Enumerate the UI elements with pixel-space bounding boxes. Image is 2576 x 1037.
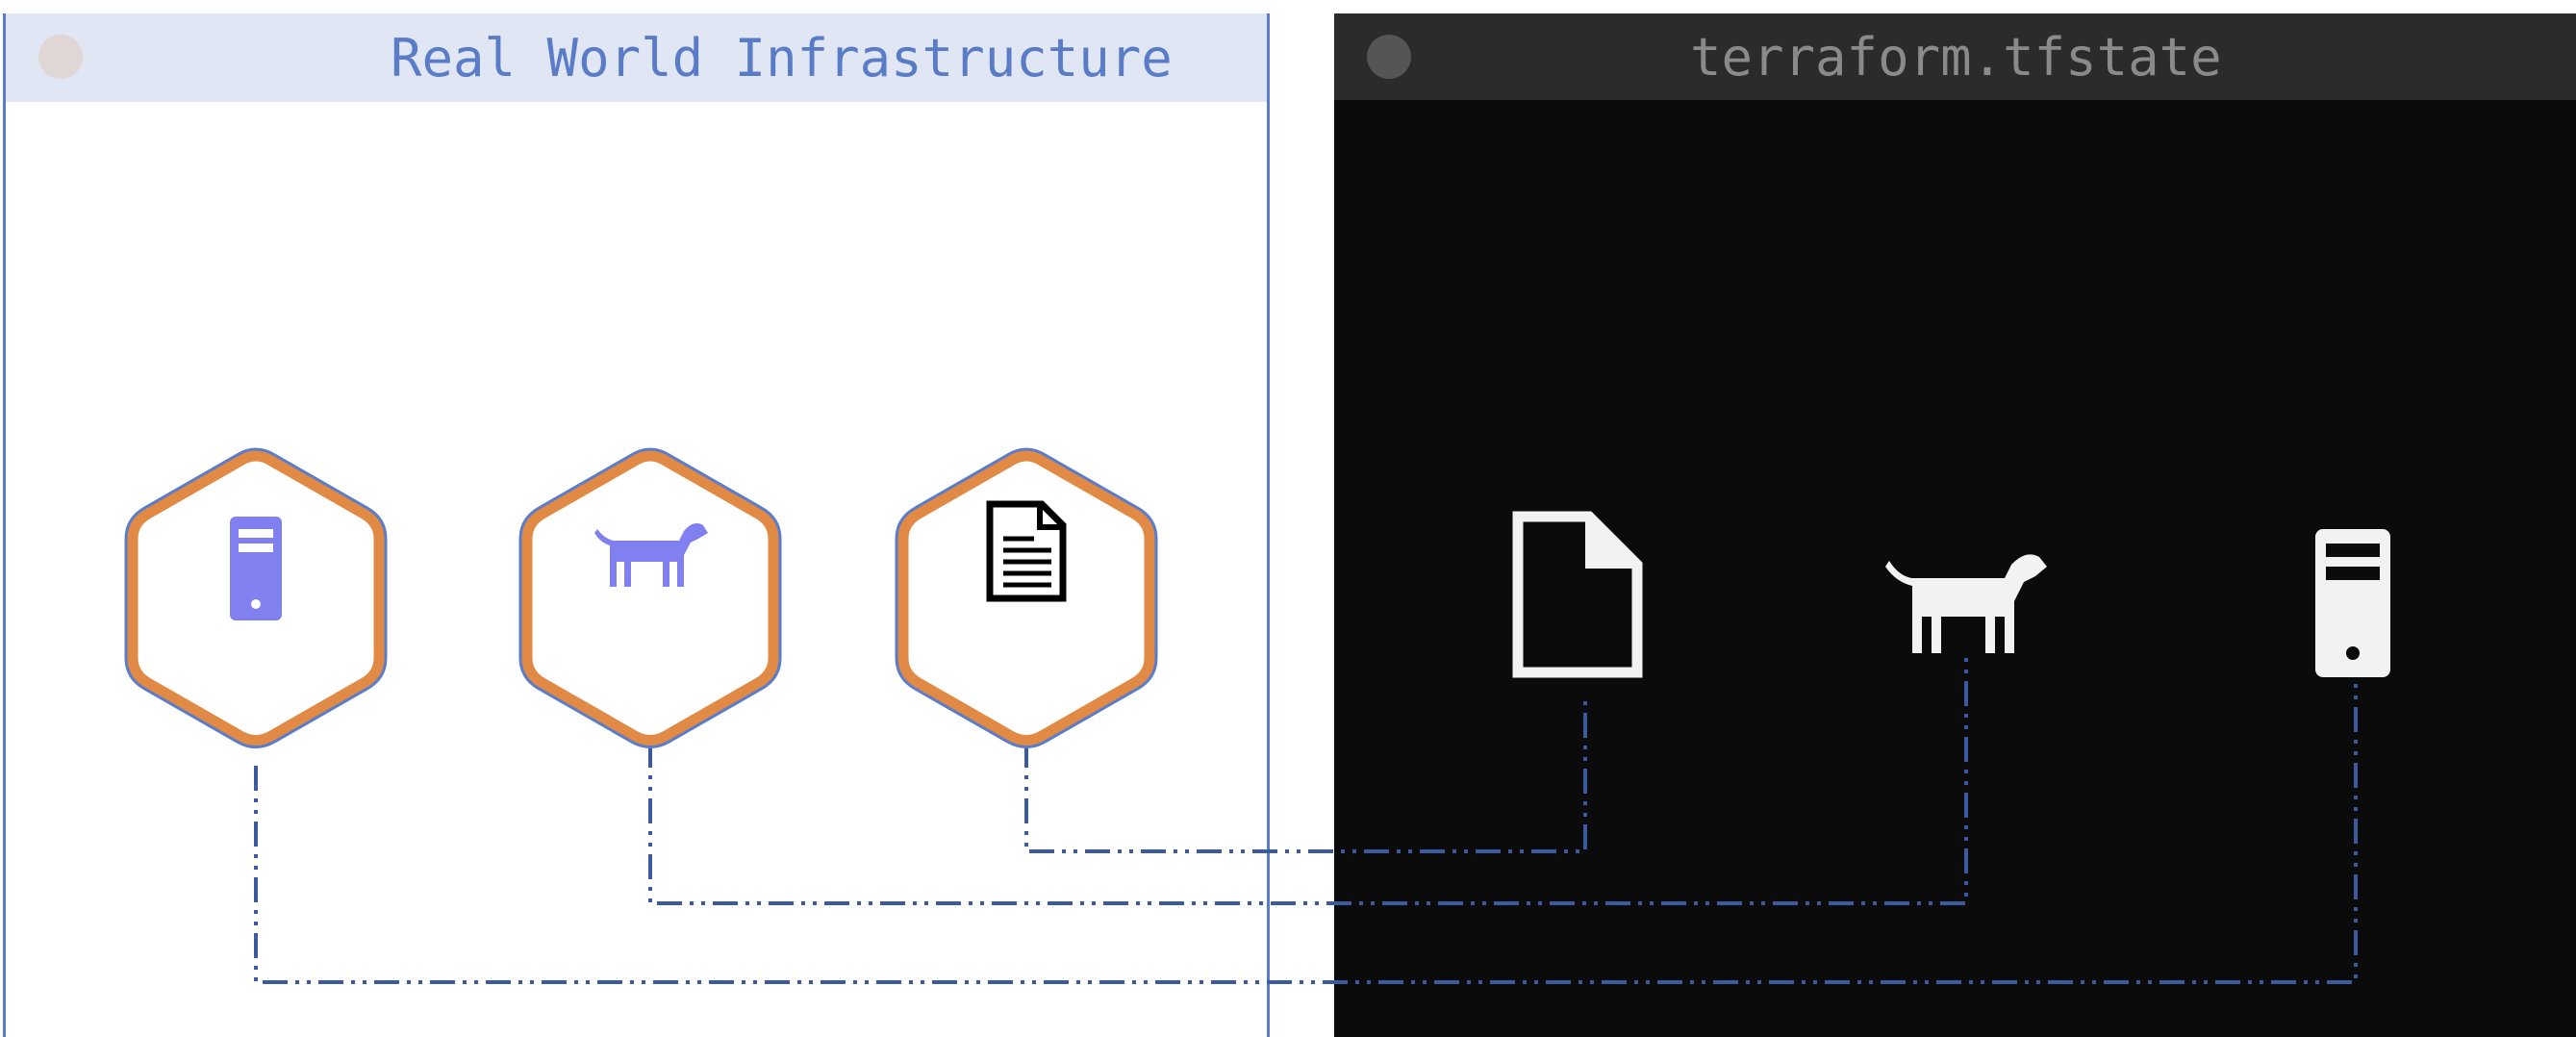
- state-server-icon: [2315, 529, 2390, 677]
- server-icon: [230, 517, 282, 620]
- hex-dog: [527, 456, 773, 741]
- panel-title: terraform.tfstate: [1690, 26, 2222, 88]
- connector-server: [254, 657, 2358, 984]
- state-document-icon: [1512, 511, 1643, 678]
- hex-document: [903, 456, 1149, 741]
- window-dot: [1367, 35, 1411, 79]
- window-dot: [38, 35, 83, 79]
- dog-icon: [594, 523, 708, 587]
- connector-document: [1024, 695, 1587, 853]
- panel-header: Real World Infrastructure: [6, 13, 1267, 102]
- tfstate-panel: terraform.tfstate: [1334, 13, 2576, 1037]
- panel-header: terraform.tfstate: [1334, 13, 2576, 100]
- panel-title: Real World Infrastructure: [391, 27, 1173, 89]
- hex-server: [133, 456, 379, 741]
- state-dog-icon: [1885, 554, 2047, 653]
- document-icon: [986, 500, 1067, 602]
- connector-dog: [648, 657, 1968, 905]
